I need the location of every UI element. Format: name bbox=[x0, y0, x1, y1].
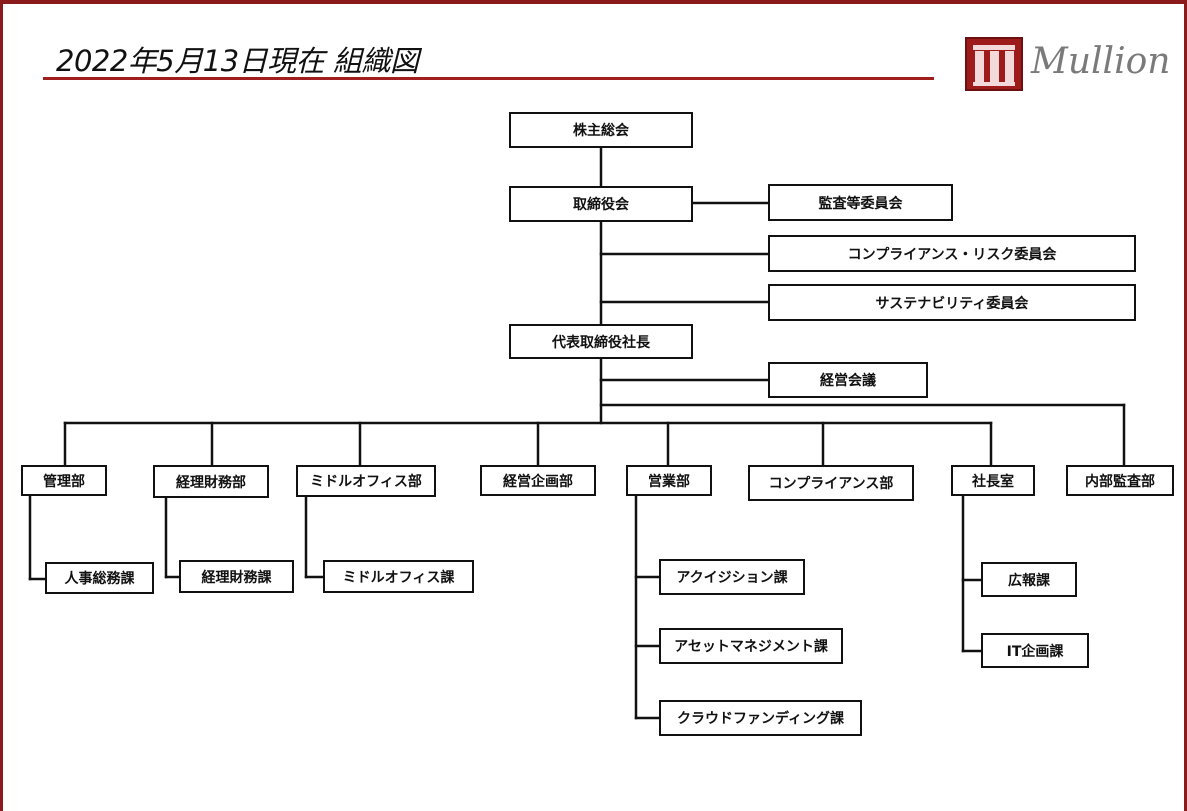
audit-committee-box: 監査等委員会 bbox=[768, 184, 953, 221]
board-of-directors-box: 取締役会 bbox=[509, 186, 693, 222]
dept-internal-audit-box: 内部監査部 bbox=[1066, 465, 1174, 496]
shareholders-meeting-box: 株主総会 bbox=[509, 112, 693, 148]
logo-wordmark: Mullion bbox=[1031, 41, 1171, 82]
sustainability-committee-box: サステナビリティ委員会 bbox=[768, 284, 1136, 321]
section-accounting-finance-box: 経理財務課 bbox=[179, 560, 294, 593]
dept-sales-box: 営業部 bbox=[626, 465, 712, 496]
company-logo: Mullion bbox=[965, 37, 1170, 93]
section-middle-office-box: ミドルオフィス課 bbox=[323, 560, 474, 593]
section-hr-general-affairs-box: 人事総務課 bbox=[45, 562, 154, 594]
dept-compliance-box: コンプライアンス部 bbox=[748, 465, 914, 501]
management-meeting-box: 経営会議 bbox=[768, 362, 928, 398]
title-underline bbox=[43, 77, 934, 80]
logo-mark-icon bbox=[965, 37, 1023, 91]
dept-corporate-planning-box: 経営企画部 bbox=[480, 465, 596, 496]
president-box: 代表取締役社長 bbox=[509, 324, 693, 359]
dept-middle-office-box: ミドルオフィス部 bbox=[296, 465, 436, 497]
section-acquisition-box: アクイジション課 bbox=[659, 559, 805, 595]
section-asset-management-box: アセットマネジメント課 bbox=[659, 628, 843, 664]
compliance-risk-committee-box: コンプライアンス・リスク委員会 bbox=[768, 235, 1136, 272]
section-crowdfunding-box: クラウドファンディング課 bbox=[659, 700, 862, 736]
connector-lines bbox=[28, 146, 1126, 720]
dept-accounting-finance-box: 経理財務部 bbox=[153, 465, 269, 498]
dept-administration-box: 管理部 bbox=[21, 465, 107, 496]
dept-presidents-office-box: 社長室 bbox=[951, 465, 1035, 496]
section-public-relations-box: 広報課 bbox=[981, 562, 1077, 597]
page-title: 2022年5月13日現在 組織図 bbox=[56, 44, 419, 78]
section-it-planning-box: IT企画課 bbox=[981, 633, 1089, 668]
